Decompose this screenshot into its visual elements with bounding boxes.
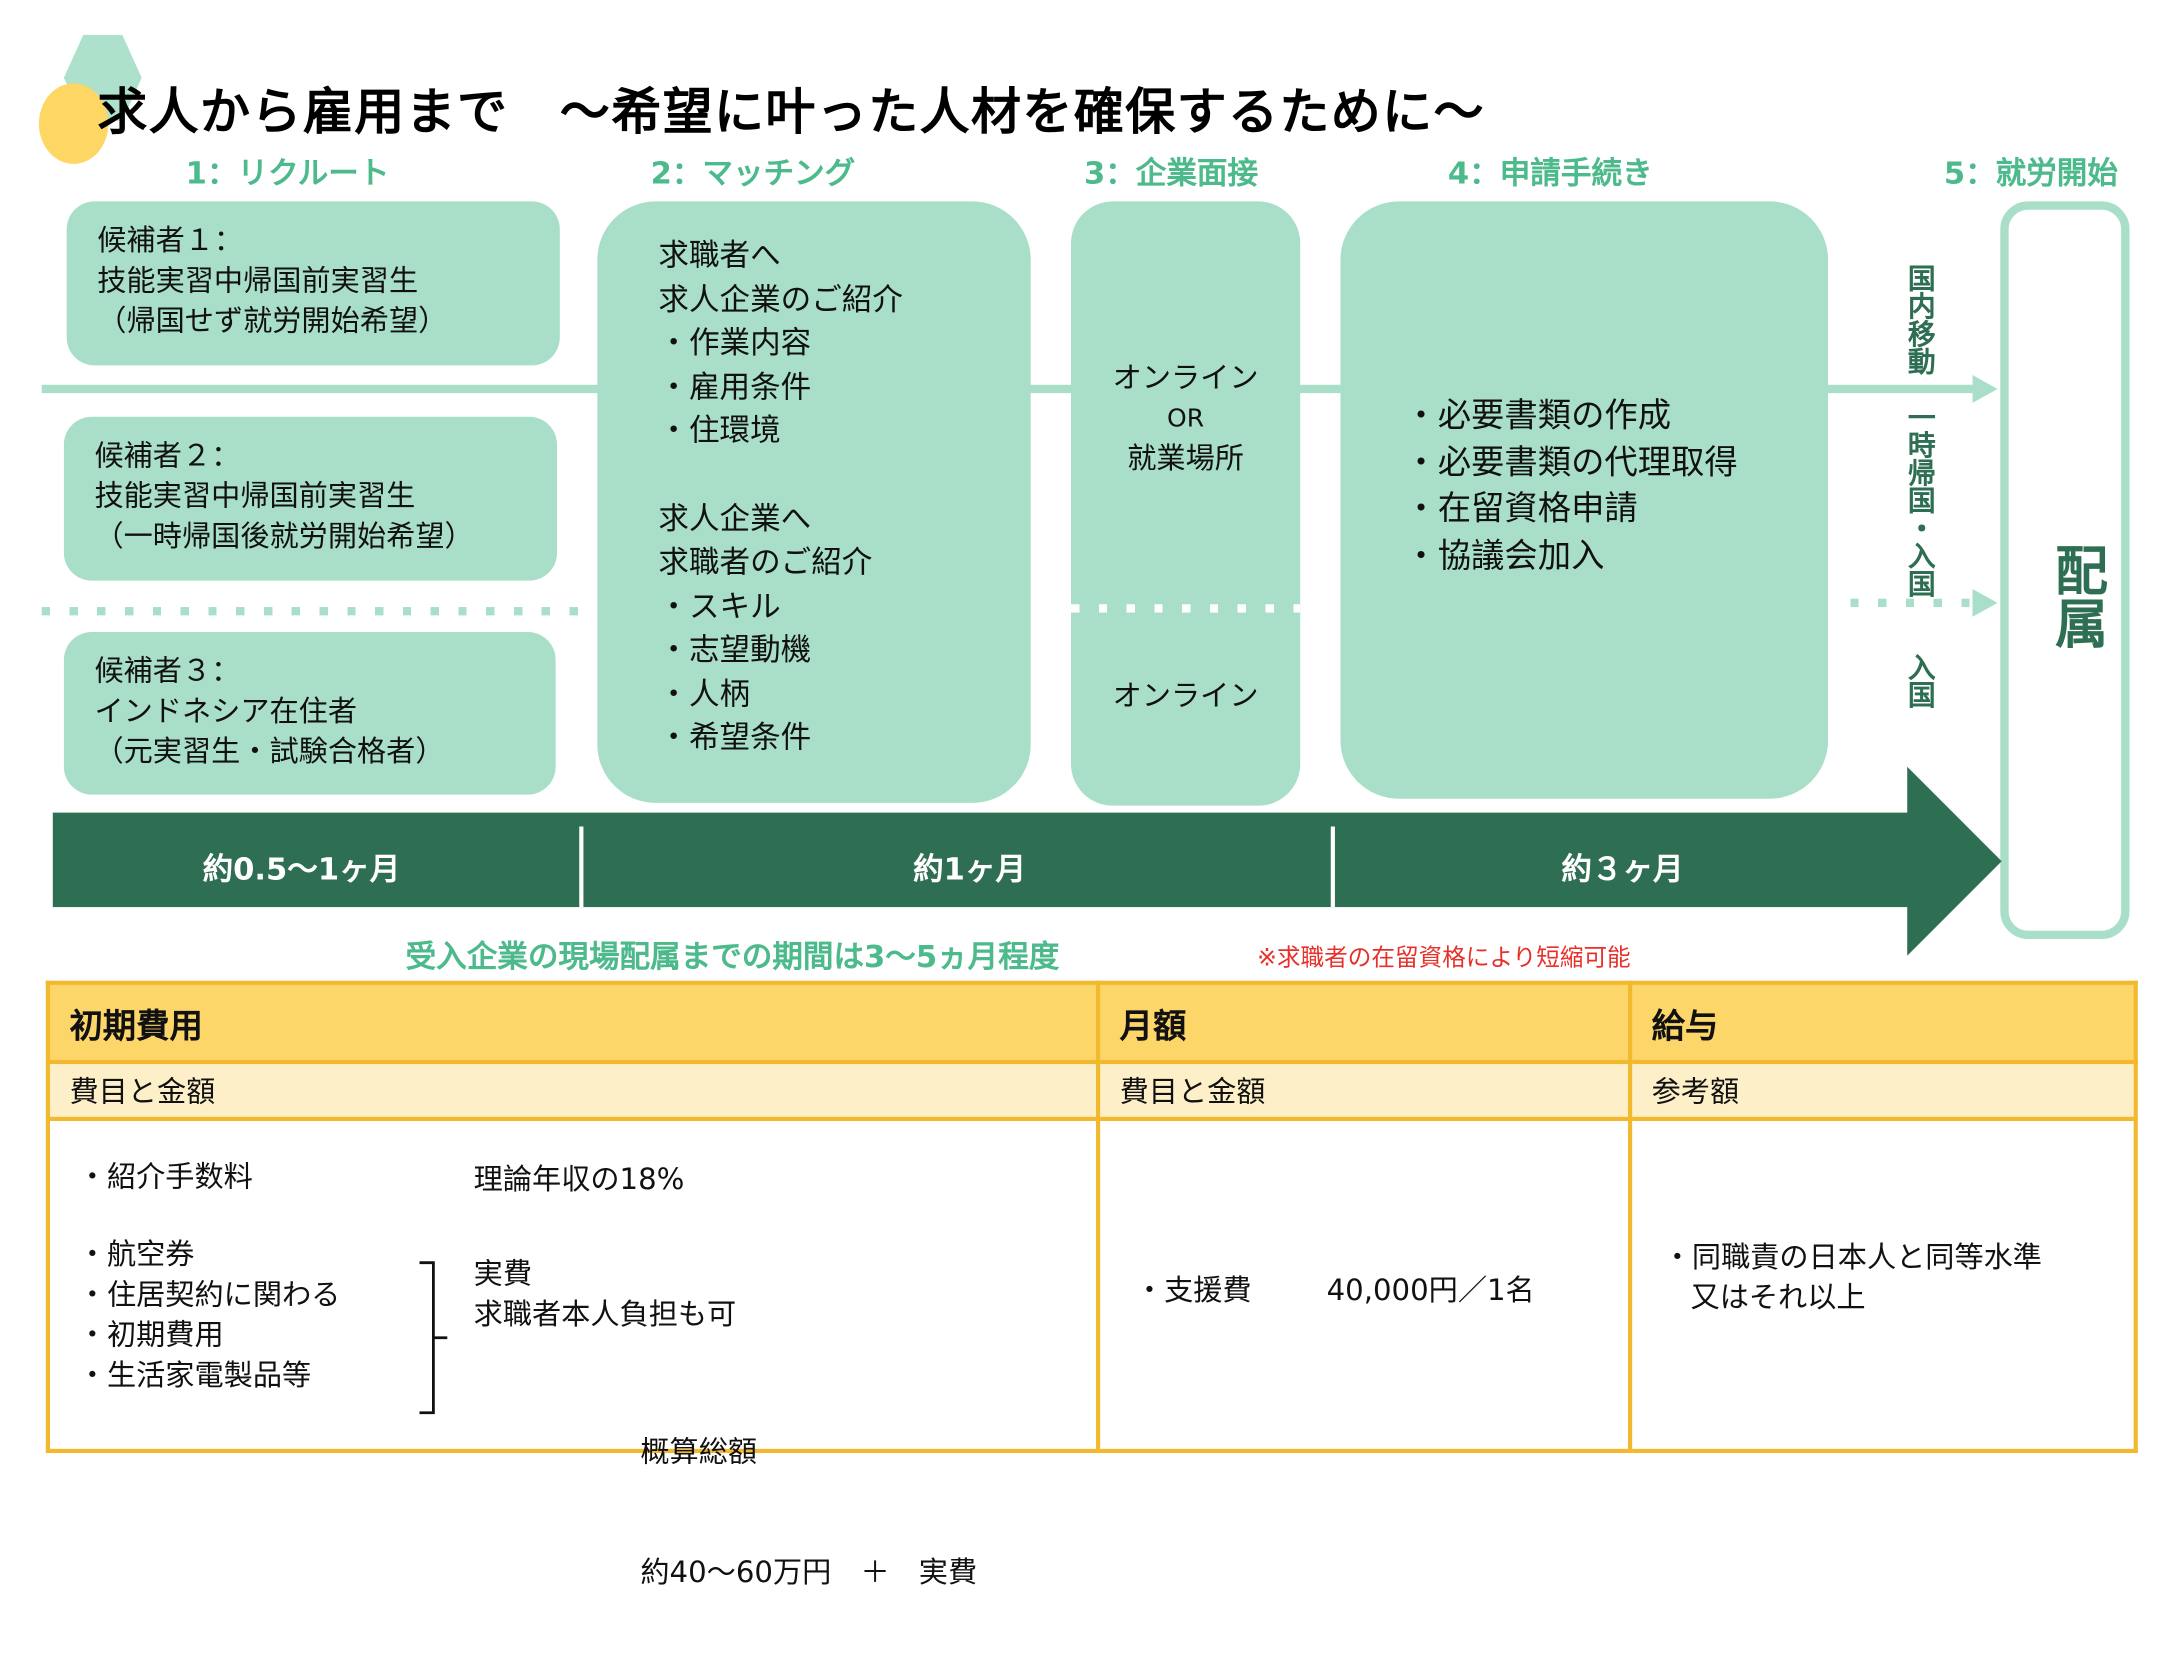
actual-cost-label: 実費 (473, 1257, 533, 1291)
route-entry: 入国 (1903, 652, 1937, 709)
duration-recruit: 約0.5〜1ヶ月 (202, 852, 401, 888)
dotted-flow-line (1070, 604, 1301, 613)
step-recruit: 1：リクルート (185, 156, 390, 192)
duration-application: 約３ヶ月 (1561, 852, 1684, 888)
application-item: ・協議会加入 (1404, 535, 1605, 575)
matching-box: 求職者へ 求人企業のご紹介 ・作業内容 ・雇用条件 ・住環境 求人企業へ 求職者… (597, 201, 1031, 803)
candidate-label: 候補者２： (94, 438, 241, 473)
candidate-1-box: 候補者１： 技能実習中帰国前実習生 （帰国せず就労開始希望） (66, 201, 560, 366)
candidate-2-box: 候補者２： 技能実習中帰国前実習生 （一時帰国後就労開始希望） (63, 416, 558, 581)
application-item: ・必要書類の作成 (1404, 395, 1672, 435)
candidate-label: 候補者１： (97, 223, 244, 257)
interview-method: 就業場所 (1127, 441, 1244, 475)
expense-item: ・生活家電製品等 (77, 1358, 312, 1392)
matching-item: ・雇用条件 (658, 370, 812, 405)
circle-decoration (38, 83, 109, 164)
arrow-head-icon (1972, 375, 1998, 403)
fee-label: ・紹介手数料 (77, 1159, 253, 1194)
matching-item: ・住環境 (658, 413, 781, 449)
matching-item: ・志望動機 (658, 633, 812, 669)
expense-item: ・初期費用 (77, 1318, 224, 1352)
route-temporary-return: 一時帰国・入国 (1903, 402, 1937, 598)
candidate-note: （一時帰国後就労開始希望） (94, 519, 474, 553)
candidate-desc: 技能実習中帰国前実習生 (94, 479, 416, 513)
dotted-flow-line-end (1850, 598, 1976, 608)
recruitment-flow-diagram: 求人から雇用まで ～希望に叶った人材を確保するために～ 1：リクルート 2：マッ… (38, 34, 2138, 1589)
page-title: 求人から雇用まで ～希望に叶った人材を確保するために～ (97, 84, 1485, 142)
matching-heading: 求人企業へ (658, 502, 812, 537)
expense-item: ・住居契約に関わる (77, 1277, 341, 1312)
monthly-cost-cell: ・支援費 40,000円／1名 (1095, 1116, 1633, 1453)
salary-cell: ・同職責の日本人と同等水準 又はそれ以上 (1628, 1116, 2138, 1453)
timeline-divider (579, 826, 584, 908)
cost-table: 初期費用 月額 給与 費目と金額 費目と金額 参考額 ・紹介手数料 理論年収の1… (45, 980, 2138, 1589)
candidate-desc: インドネシア在住者 (94, 694, 357, 728)
total-label: 概算総額 (640, 1434, 758, 1469)
candidate-3-box: 候補者３： インドネシア在住者 （元実習生・試験合格者） (63, 632, 556, 795)
matching-heading: 求人企業のご紹介 (658, 282, 903, 318)
actual-cost: 実費 求職者本人負担も可 (474, 1254, 737, 1335)
candidate-label: 候補者３： (94, 654, 241, 688)
step-interview: 3：企業面接 (1083, 156, 1259, 192)
candidate-note: （元実習生・試験合格者） (94, 734, 445, 769)
salary-line: ・同職責の日本人と同等水準 (1662, 1240, 2042, 1274)
subheader-monthly: 費目と金額 (1095, 1059, 1633, 1122)
matching-heading: 求職者のご紹介 (658, 545, 873, 581)
application-box: ・必要書類の作成 ・必要書類の代理取得 ・在留資格申請 ・協議会加入 (1340, 201, 1829, 799)
placement-label: 配属 (2046, 543, 2108, 649)
interview-box: オンライン OR 就業場所 オンライン (1070, 201, 1301, 806)
application-item: ・必要書類の代理取得 (1404, 442, 1738, 482)
duration-matching: 約1ヶ月 (913, 852, 1027, 888)
expense-items: ・航空券 ・住居契約に関わる ・初期費用 ・生活家電製品等 (78, 1235, 341, 1396)
support-fee-value: 40,000円／1名 (1326, 1273, 1535, 1308)
candidate-note: （帰国せず就労開始希望） (97, 304, 448, 338)
shorten-note: ※求職者の在留資格により短縮可能 (1257, 944, 1631, 973)
matching-heading: 求職者へ (658, 238, 781, 274)
matching-item: ・作業内容 (658, 326, 812, 362)
salary-line: 又はそれ以上 (1690, 1280, 1866, 1315)
timeline-divider (1330, 826, 1335, 908)
interview-method: オンライン (1112, 361, 1259, 395)
actual-cost-note: 求職者本人負担も可 (473, 1297, 737, 1331)
period-note: 受入企業の現場配属までの期間は3〜5ヵ月程度 (405, 940, 1060, 976)
matching-item: ・人柄 (658, 677, 751, 712)
route-domestic: 国内移動 (1903, 263, 1937, 376)
step-application: 4：申請手続き (1447, 156, 1653, 192)
header-initial-cost: 初期費用 (45, 980, 1101, 1065)
timeline-bar (52, 812, 1922, 908)
header-salary: 給与 (1628, 980, 2138, 1065)
support-fee-label: ・支援費 (1134, 1273, 1252, 1308)
interview-method: オンライン (1112, 679, 1259, 713)
subheader-initial: 費目と金額 (45, 1059, 1101, 1122)
subheader-salary: 参考額 (1628, 1059, 2138, 1122)
matching-item: ・希望条件 (658, 720, 812, 756)
matching-item: ・スキル (658, 589, 781, 625)
arrow-head-icon (1972, 588, 1998, 617)
step-start-work: 5：就労開始 (1943, 156, 2118, 192)
initial-cost-cell: ・紹介手数料 理論年収の18% ・航空券 ・住居契約に関わる ・初期費用 ・生活… (45, 1116, 1101, 1589)
expense-item: ・航空券 (77, 1237, 195, 1272)
step-matching: 2：マッチング (650, 156, 856, 192)
application-item: ・在留資格申請 (1404, 488, 1638, 528)
total-value: 約40〜60万円 ＋ 実費 (640, 1555, 978, 1590)
brace-icon (419, 1261, 448, 1415)
fee-value: 理論年収の18% (473, 1162, 685, 1197)
interview-or: OR (1167, 403, 1205, 433)
header-monthly: 月額 (1095, 980, 1633, 1065)
total-estimate: 概算総額 約40〜60万円 ＋ 実費 (640, 1352, 977, 1674)
placement-box: 配属 (2000, 201, 2130, 940)
dotted-flow-line (41, 607, 591, 616)
timeline-arrow-icon (1907, 766, 2002, 956)
candidate-desc: 技能実習中帰国前実習生 (97, 263, 419, 298)
salary-note: ・同職責の日本人と同等水準 又はそれ以上 (1663, 1238, 2042, 1319)
